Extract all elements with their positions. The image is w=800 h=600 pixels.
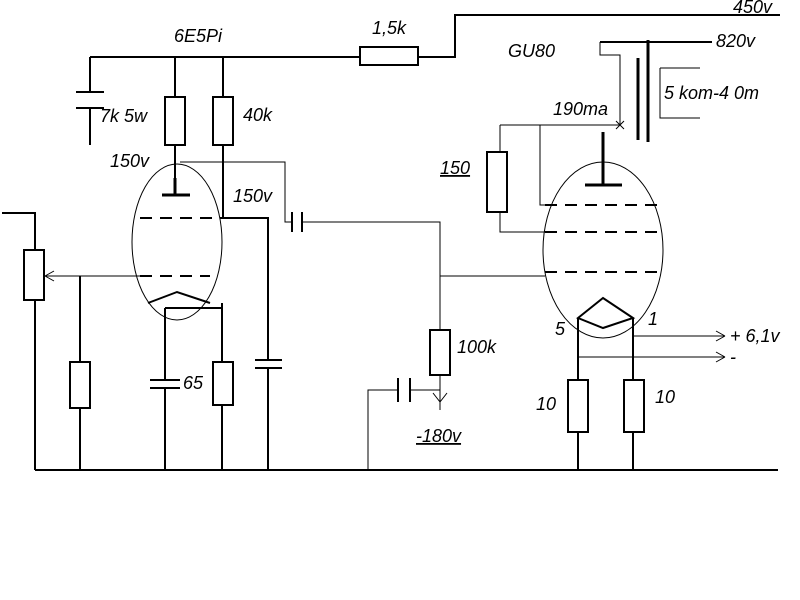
screen-decoupling-capacitor <box>255 359 282 369</box>
cathode-bypass-capacitor <box>150 379 180 389</box>
label-filament-minus: - <box>730 347 736 367</box>
label-7k-resistor: 7k 5w <box>100 106 148 126</box>
label-b-plus-820: 820v <box>716 31 756 51</box>
output-tube-envelope <box>542 161 664 339</box>
cathode-resistor <box>212 361 234 406</box>
output-tube-anode <box>585 132 622 187</box>
label-screen-voltage: 150v <box>233 186 273 206</box>
coupling-wire <box>302 221 441 410</box>
transformer-core <box>636 40 650 142</box>
supply-resistor-1-5k <box>359 46 419 66</box>
label-resistor-10-right: 10 <box>655 387 675 407</box>
screen-decoupling-wire <box>222 217 269 470</box>
label-pin-5: 5 <box>555 319 566 339</box>
label-output-tube: GU80 <box>508 41 555 61</box>
filament-supply-wires <box>578 335 725 358</box>
label-cathode-cap: 65 <box>183 373 204 393</box>
input-wire <box>2 212 36 470</box>
filament-wires <box>577 318 634 470</box>
bias-arrow <box>432 392 448 403</box>
grid-resistor-100k <box>429 329 451 376</box>
bias-bypass-wire <box>367 389 440 470</box>
label-40k-resistor: 40k <box>243 105 273 125</box>
driver-tube-anode <box>162 178 190 197</box>
pot-wiper <box>44 270 140 282</box>
label-anode-voltage: 150v <box>110 151 150 171</box>
label-b-plus: 450v <box>733 0 773 17</box>
label-bias-voltage: -180v <box>416 426 462 446</box>
filament-resistor-right-10 <box>623 379 645 433</box>
label-supply-resistor: 1,5k <box>372 18 407 38</box>
anode-to-transformer <box>599 42 621 125</box>
label-100k-resistor: 100k <box>457 337 497 357</box>
screen-grid-wire <box>499 124 620 233</box>
grid-leak-resistor <box>69 361 91 409</box>
label-pin-1: 1 <box>648 309 658 329</box>
screen-resistor-40k <box>212 96 234 146</box>
bias-bypass-capacitor <box>397 378 411 402</box>
label-150-resistor: 150 <box>440 158 470 178</box>
transformer-secondary <box>659 67 700 119</box>
coupling-capacitor <box>291 212 303 232</box>
label-resistor-10-left: 10 <box>536 394 556 414</box>
b-plus-wire <box>90 14 780 58</box>
label-filament-plus: + 6,1v <box>730 326 781 346</box>
label-anode-current: 190ma <box>553 99 608 119</box>
screen-resistor-150 <box>486 151 508 213</box>
filament-minus-arrow <box>715 351 726 363</box>
driver-tube-envelope <box>131 163 223 321</box>
input-potentiometer <box>23 249 45 301</box>
output-tube-filament <box>576 296 636 330</box>
anode-coupling-wire <box>180 161 292 223</box>
cathode-wire <box>164 303 223 470</box>
driver-tube-cathode <box>147 290 211 304</box>
anode-resistor-7k <box>164 96 186 146</box>
filament-resistor-left-10 <box>567 379 589 433</box>
filter-capacitor <box>76 91 104 109</box>
label-transformer: 5 kom-4 0m <box>664 83 759 103</box>
filament-plus-arrow <box>715 330 726 342</box>
label-driver-tube: 6E5Pi <box>174 26 223 46</box>
